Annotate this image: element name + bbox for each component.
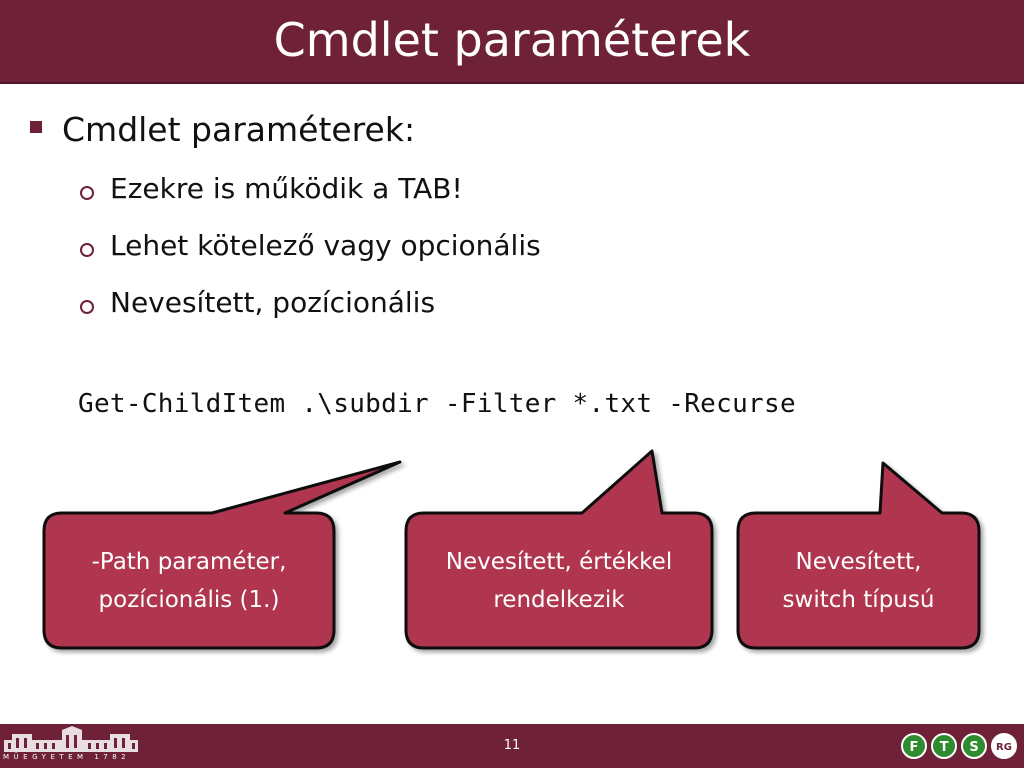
callout-3-line-1: Nevesített,: [795, 549, 922, 575]
square-bullet-icon: [30, 121, 42, 133]
main-bullet: Cmdlet paraméterek:: [62, 110, 416, 149]
logo-letter-f: F: [910, 740, 919, 755]
circle-bullet-icon: [80, 243, 94, 257]
ftsrg-logo-icon: F T S RG: [901, 733, 1017, 759]
sub-bullet-2: Lehet kötelező vagy opcionális: [110, 229, 541, 262]
title-bar: Cmdlet paraméterek: [0, 0, 1024, 84]
sub-bullet-3: Nevesített, pozícionális: [110, 286, 436, 319]
callout-3-line-2: switch típusú: [782, 587, 935, 613]
sub-bullet-1: Ezekre is működik a TAB!: [110, 172, 463, 205]
footer-bar: MŰEGYETEM 1782 11 F T S RG: [0, 724, 1024, 768]
callout-text-1: -Path paraméter, pozícionális (1.): [44, 543, 334, 619]
callout-1-line-2: pozícionális (1.): [98, 587, 280, 613]
logo-letter-s: S: [969, 740, 978, 755]
page-number: 11: [503, 738, 521, 753]
callout-bubble-2: [404, 449, 714, 650]
circle-bullet-icon: [80, 300, 94, 314]
callout-2-line-2: rendelkezik: [493, 587, 625, 613]
university-text: MŰEGYETEM 1782: [3, 753, 131, 761]
callout-bubble-1: [42, 460, 402, 650]
code-example: Get-ChildItem .\subdir -Filter *.txt -Re…: [78, 389, 796, 419]
logo-letter-t: T: [940, 740, 949, 755]
callout-1-line-1: -Path paraméter,: [91, 549, 287, 575]
university-building-logo: [4, 726, 138, 752]
circle-bullet-icon: [80, 186, 94, 200]
callout-text-3: Nevesített, switch típusú: [738, 543, 979, 619]
callout-text-2: Nevesített, értékkel rendelkezik: [406, 543, 712, 619]
logo-letter-rg: RG: [996, 742, 1012, 753]
callout-bubble-3: [736, 461, 981, 650]
callout-2-line-1: Nevesített, értékkel: [445, 549, 673, 575]
slide-title: Cmdlet paraméterek: [273, 13, 751, 67]
